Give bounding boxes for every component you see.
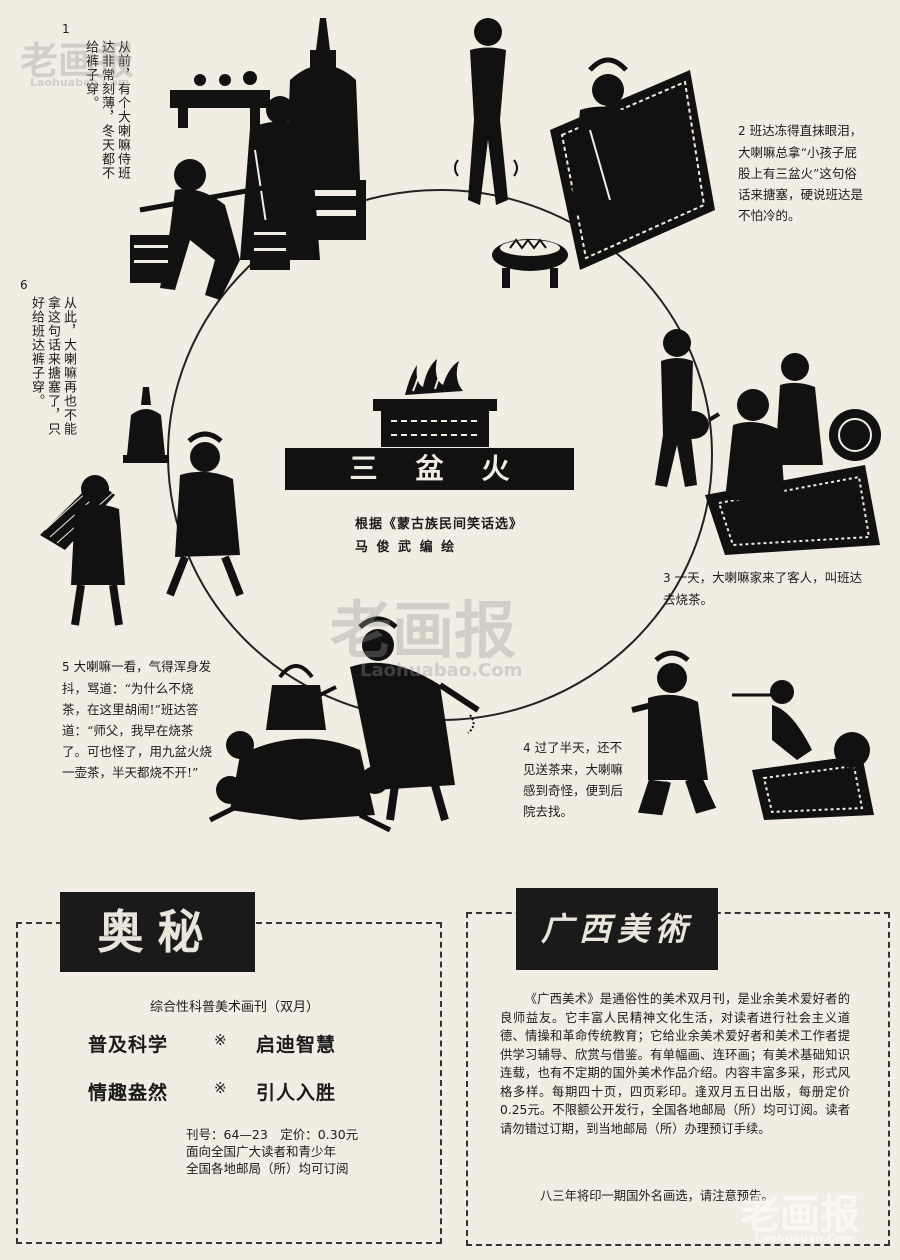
- panel-5-text: 大喇嘛一看，气得浑身发抖，骂道：“为什么不烧茶，在这里胡闹!”班达答道：“师父，…: [62, 659, 213, 780]
- ad-aomi-pub-line-2: 面向全国广大读者和青少年: [186, 1144, 337, 1159]
- panel-2-text: 班达冻得直抹眼泪，大喇嘛总拿“小孩子屁股上有三盆火”这句俗话来搪塞，硬说班达是不…: [738, 123, 864, 223]
- ad-aomi-slogan-2-left: 情趣盎然: [88, 1082, 169, 1104]
- ad-guangxi-logo: 广西美術: [516, 888, 718, 970]
- panel-4-number: 4: [523, 741, 531, 755]
- comic-title-box: 三盆火: [285, 448, 574, 490]
- panel-4-caption: 4 过了半天，还不见送茶来，大喇嘛感到奇怪，便到后院去找。: [523, 737, 633, 822]
- ad-aomi-logo: 奥秘: [60, 892, 255, 972]
- ad-guangxi-note: 八三年将印一期国外名画选，请注意预告。: [540, 1189, 774, 1203]
- watermark-url-top-left: Laohuabao.Com: [30, 76, 130, 89]
- title-illustration: [365, 355, 505, 450]
- panel-4-text: 过了半天，还不见送茶来，大喇嘛感到奇怪，便到后院去找。: [523, 740, 624, 819]
- panel-1-number: 1: [62, 22, 70, 36]
- ad-aomi-pub-line-1: 刊号：64—23 定价：0.30元: [186, 1127, 359, 1142]
- panel-5-illustration: [200, 615, 490, 845]
- panel-3-caption: 3 一天，大喇嘛家来了客人，叫班达去烧茶。: [663, 567, 863, 610]
- watermark-top-left: 老画报: [20, 39, 135, 83]
- comic-title: 三盆火: [349, 452, 548, 485]
- watermark-center: 老画报: [330, 594, 517, 667]
- ad-aomi-slogan-1-left: 普及科学: [88, 1034, 169, 1056]
- ad-aomi-slogan-2-right: 引人入胜: [256, 1082, 337, 1104]
- panel-1-caption: 从前，有个大喇嘛侍班达非常刻薄，冬天都不给裤子穿。: [83, 40, 130, 180]
- watermark-url-center: Laohuabao.Com: [360, 660, 523, 681]
- panel-2-number: 2: [738, 124, 746, 138]
- panel-5-caption: 5 大喇嘛一看，气得浑身发抖，骂道：“为什么不烧茶，在这里胡闹!”班达答道：“师…: [62, 656, 212, 783]
- panel-2-illustration: [440, 10, 720, 300]
- watermark-bottom-right: 老画报: [740, 1192, 860, 1238]
- credit-author: 马 俊 武 编 绘: [355, 540, 457, 555]
- ad-aomi-separator-2: ※: [214, 1079, 227, 1097]
- panel-3-illustration: [635, 325, 890, 560]
- panel-5-number: 5: [62, 660, 70, 674]
- credit-source: 根据《蒙古族民间笑话选》: [355, 517, 524, 532]
- ad-guangxi-body: 《广西美术》是通俗性的美术双月刊，是业余美术爱好者的良师益友。它丰富人民精神文化…: [500, 992, 850, 1136]
- ad-aomi-separator-1: ※: [214, 1031, 227, 1049]
- watermark-url-bottom-right: Laohuabao.Com: [755, 1232, 855, 1245]
- panel-2-caption: 2 班达冻得直抹眼泪，大喇嘛总拿“小孩子屁股上有三盆火”这句俗话来搪塞，硬说班达…: [738, 120, 868, 226]
- ad-aomi-pub-line-3: 全国各地邮局（所）均可订阅: [186, 1161, 349, 1176]
- panel-6-caption: 从此，大喇嘛再也不能拿这句话来搪塞了，只好给班达裤子穿。: [29, 296, 76, 436]
- panel-6-illustration: [35, 385, 245, 635]
- ad-aomi-slogan-1-right: 启迪智慧: [256, 1034, 337, 1056]
- panel-3-number: 3: [663, 571, 671, 585]
- panel-3-text: 一天，大喇嘛家来了客人，叫班达去烧茶。: [663, 570, 863, 607]
- panel-6-number: 6: [20, 278, 28, 292]
- panel-1-illustration: [130, 10, 380, 310]
- panel-4-illustration: [612, 650, 882, 825]
- ad-aomi-subtitle: 综合性科普美术画刊（双月）: [150, 1000, 320, 1015]
